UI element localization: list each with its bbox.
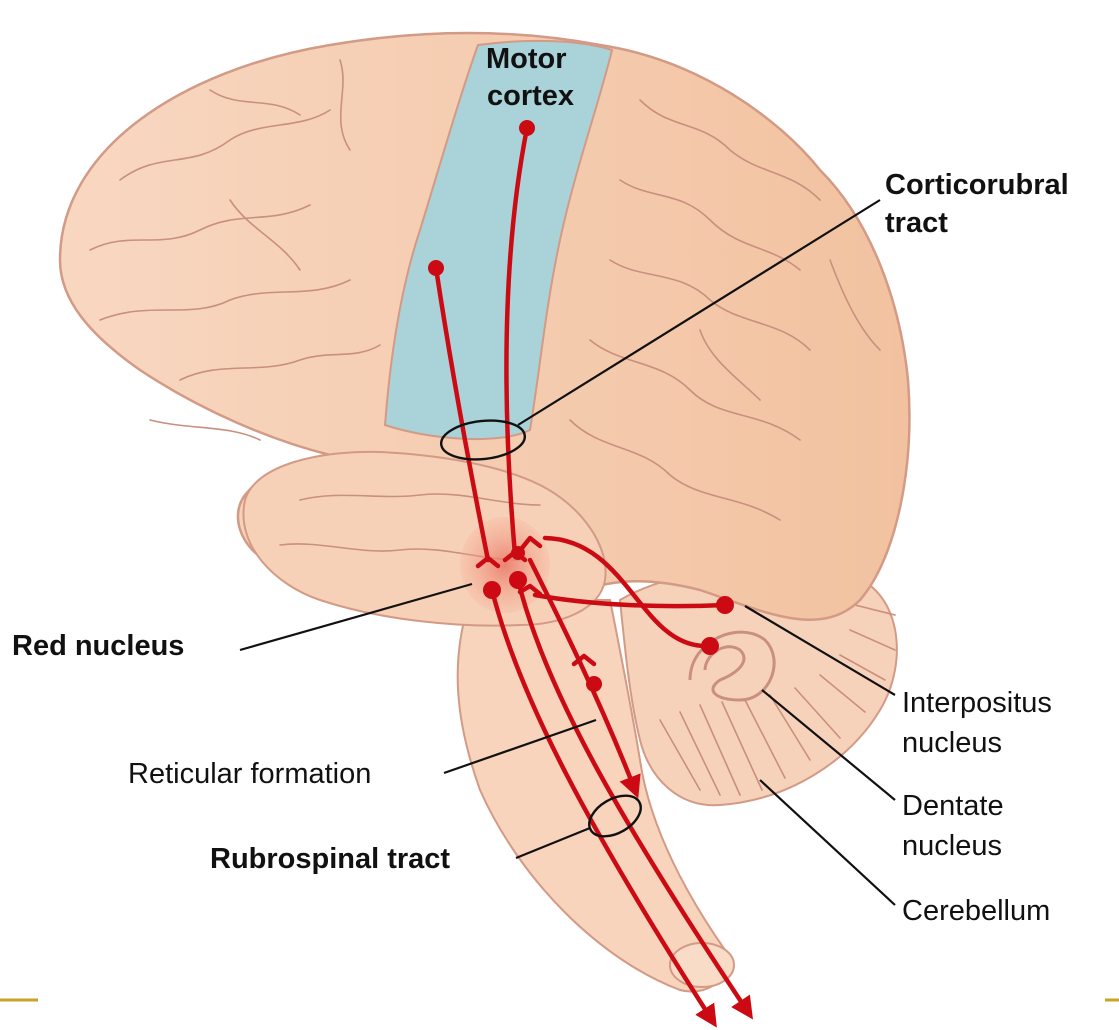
label-dentate-line1: Dentate xyxy=(902,790,1004,822)
leader-cerebellum xyxy=(760,780,895,905)
label-interpositus-line2: nucleus xyxy=(902,727,1002,759)
neuron-body-red-nucleus-3 xyxy=(511,546,525,560)
label-motor-cortex-line1: Motor xyxy=(486,43,567,75)
label-rubrospinal-tract: Rubrospinal tract xyxy=(210,843,450,875)
neuron-body-cortex-lower xyxy=(428,260,444,276)
label-red-nucleus: Red nucleus xyxy=(12,630,184,662)
neuron-body-cortex-upper xyxy=(519,120,535,136)
neuron-body-red-nucleus-2 xyxy=(509,571,527,589)
neuron-body-red-nucleus-1 xyxy=(483,581,501,599)
label-motor-cortex-line2: cortex xyxy=(487,80,574,112)
red-nucleus-glow xyxy=(460,517,550,613)
label-interpositus-line1: Interpositus xyxy=(902,687,1052,719)
label-reticular-formation: Reticular formation xyxy=(128,758,371,790)
neuron-body-reticular xyxy=(586,676,602,692)
label-corticorubral-line1: Corticorubral xyxy=(885,169,1069,201)
neuron-body-interpositus xyxy=(716,596,734,614)
neuron-body-dentate xyxy=(701,637,719,655)
label-corticorubral-line2: tract xyxy=(885,207,948,239)
label-cerebellum: Cerebellum xyxy=(902,895,1050,927)
label-dentate-line2: nucleus xyxy=(902,830,1002,862)
